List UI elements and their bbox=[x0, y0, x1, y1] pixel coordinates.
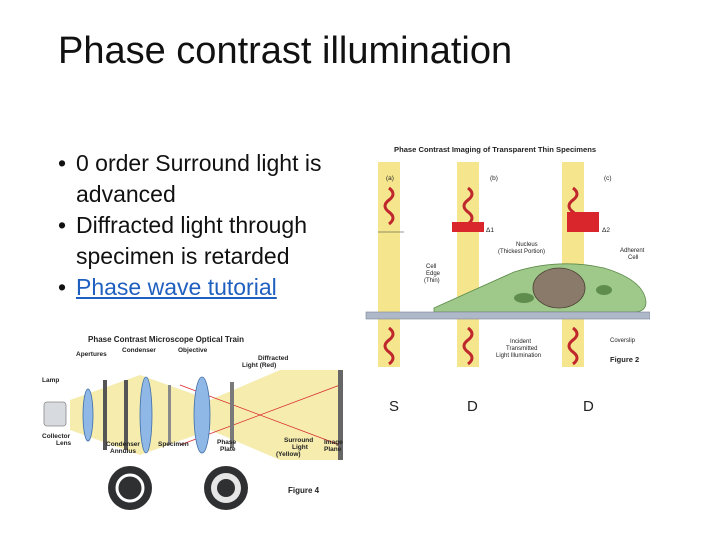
bullet-text: 0 order Surround light is advanced bbox=[76, 150, 322, 207]
nucleus-label: Nucleus bbox=[516, 242, 538, 248]
panel-b-label: (b) bbox=[490, 175, 498, 182]
condenser-annulus-disc bbox=[108, 466, 152, 510]
condenser-label: Condenser bbox=[122, 347, 156, 354]
collector-lens bbox=[82, 388, 94, 442]
image-plane bbox=[338, 370, 343, 460]
wave-b-bottom bbox=[462, 326, 474, 366]
surround-label-1: Surround bbox=[284, 437, 313, 444]
phase-plate-label-2: Plate bbox=[220, 446, 236, 453]
image-plane-label-1: Image bbox=[324, 439, 343, 446]
wave-a-top bbox=[383, 186, 395, 226]
figure-2-diagram: Phase Contrast Imaging of Transparent Th… bbox=[365, 145, 650, 367]
wave-a-bottom bbox=[383, 326, 395, 366]
nucleus-sub-label: (Thickest Portion) bbox=[498, 249, 545, 255]
specimen-label: Specimen bbox=[158, 441, 189, 448]
incident-label-1: Incident bbox=[510, 339, 531, 345]
apertures-label: Apertures bbox=[76, 351, 107, 358]
adherent-label-1: Adherent bbox=[620, 248, 645, 254]
wave-b-top bbox=[462, 186, 474, 226]
phase-wave-tutorial-link[interactable]: Phase wave tutorial bbox=[76, 274, 277, 300]
label-d: D bbox=[583, 398, 594, 415]
objective-lens bbox=[193, 376, 211, 454]
phase-plate-b bbox=[452, 222, 484, 232]
image-plane-label-2: Plane bbox=[324, 446, 342, 453]
collector-label-1: Collector bbox=[42, 433, 71, 440]
coverslip-label: Coverslip bbox=[610, 338, 636, 344]
cell-organelle bbox=[514, 293, 534, 303]
condenser-lens bbox=[139, 376, 153, 454]
figure-2-title: Phase Contrast Imaging of Transparent Th… bbox=[394, 145, 596, 154]
aperture bbox=[103, 380, 107, 450]
delta-2-label: Δ2 bbox=[602, 227, 610, 234]
cell-nucleus bbox=[532, 267, 586, 309]
lamp bbox=[43, 401, 67, 427]
phase-plate bbox=[230, 382, 234, 448]
cell-edge-label-1: Cell bbox=[426, 264, 436, 270]
adherent-label-2: Cell bbox=[628, 255, 638, 261]
lamp-label: Lamp bbox=[42, 377, 59, 384]
figure-2-caption: Figure 2 bbox=[610, 355, 639, 364]
delta-1-label: Δ1 bbox=[486, 227, 494, 234]
specimen-slide bbox=[168, 385, 171, 445]
bullet-item-link: Phase wave tutorial bbox=[58, 272, 358, 303]
diffracted-label-1: Diffracted bbox=[258, 355, 288, 362]
label-d: D bbox=[467, 398, 478, 415]
slide-title: Phase contrast illumination bbox=[58, 30, 513, 72]
label-s: S bbox=[389, 398, 400, 415]
bullet-list: 0 order Surround light is advanced Diffr… bbox=[58, 148, 358, 303]
phase-plate-label-1: Phase bbox=[217, 439, 237, 446]
condenser-annulus-label-2: Annulus bbox=[110, 448, 136, 455]
bullet-item: 0 order Surround light is advanced bbox=[58, 148, 358, 210]
beam-b bbox=[457, 162, 479, 367]
figure-4-title: Phase Contrast Microscope Optical Train bbox=[88, 335, 244, 344]
objective-label: Objective bbox=[178, 347, 208, 354]
phase-plate-c bbox=[567, 212, 599, 232]
beam-a bbox=[378, 162, 400, 367]
wave-c-bottom bbox=[567, 326, 579, 366]
collector-label-2: Lens bbox=[56, 440, 72, 447]
figure-4-caption: Figure 4 bbox=[288, 486, 320, 495]
coverslip bbox=[365, 311, 650, 320]
incident-label-2: Transmitted bbox=[506, 346, 537, 352]
condenser-annulus-label-1: Condenser bbox=[106, 441, 140, 448]
aperture bbox=[124, 380, 128, 450]
panel-c-label: (c) bbox=[604, 175, 612, 182]
bullet-item: Diffracted light through specimen is ret… bbox=[58, 210, 358, 272]
cell-edge-label-2: Edge bbox=[426, 271, 441, 277]
cell-organelle bbox=[596, 285, 612, 295]
figure-4-diagram: Phase Contrast Microscope Optical Train … bbox=[42, 335, 343, 510]
phase-plate-center bbox=[217, 479, 235, 497]
diffracted-label-2: Light (Red) bbox=[242, 362, 276, 369]
surround-label-3: (Yellow) bbox=[276, 451, 301, 458]
surround-label-2: Light bbox=[292, 444, 309, 451]
bullet-text: Diffracted light through specimen is ret… bbox=[76, 212, 307, 269]
condenser-annulus-ring bbox=[115, 473, 145, 503]
panel-a-label: (a) bbox=[386, 175, 394, 182]
cell-edge-label-3: (Thin) bbox=[424, 278, 440, 284]
incident-label-3: Light Illumination bbox=[496, 353, 541, 359]
